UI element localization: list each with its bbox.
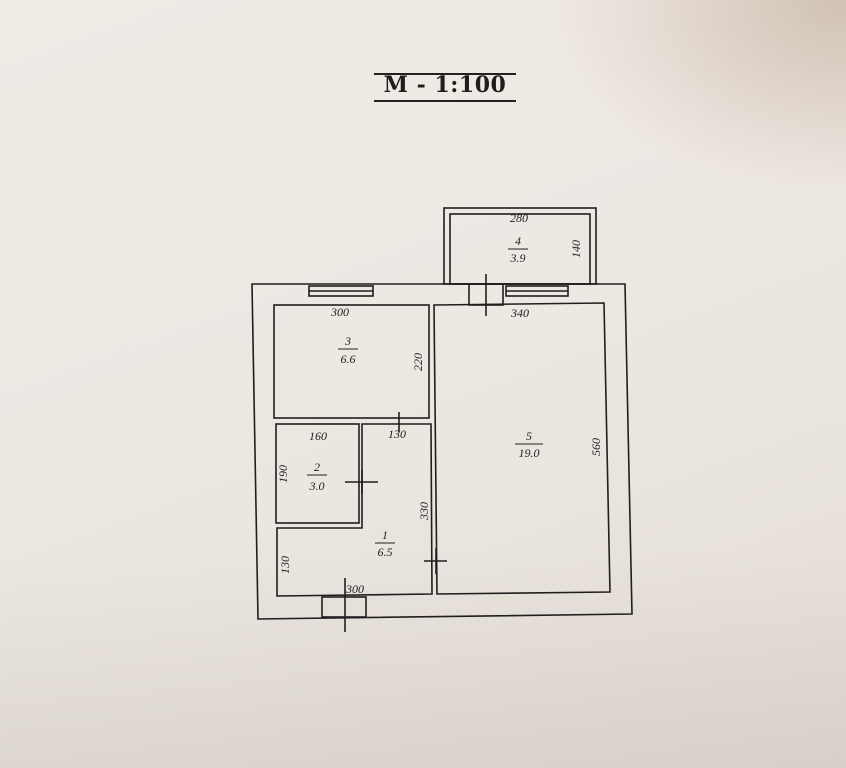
room-3-area: 6.6 (341, 352, 356, 366)
dim-entrance-depth: 130 (278, 556, 292, 574)
room-1-number: 1 (382, 528, 388, 542)
balcony-inner (449, 213, 591, 285)
dim-balcony-width: 280 (510, 211, 528, 225)
room-3-outline (273, 304, 430, 419)
dim-entrance-width: 300 (345, 582, 364, 596)
scale-title: М - 1:100 (383, 72, 507, 98)
room-4-area: 3.9 (510, 251, 526, 265)
room-2-area: 3.0 (309, 479, 325, 493)
dim-room-1-depth: 330 (417, 502, 431, 521)
dim-room-5-width: 340 (510, 306, 529, 320)
dim-balcony-depth: 140 (569, 240, 583, 258)
title-overline (374, 73, 516, 75)
dim-room-3-depth: 220 (411, 353, 425, 371)
outer-wall-outline (251, 283, 633, 620)
room-5-area: 19.0 (519, 446, 540, 460)
room-2-number: 2 (314, 460, 320, 474)
dim-room-3-width: 300 (330, 305, 349, 319)
room-5-number: 5 (526, 429, 532, 443)
room-4-number: 4 (515, 234, 521, 248)
dim-room-5-depth: 560 (589, 438, 603, 456)
room-5-outline (433, 302, 611, 595)
dim-room-2-width: 160 (309, 429, 327, 443)
room-1-area: 6.5 (378, 545, 393, 559)
room-1-outline (276, 423, 433, 597)
dim-corridor-width: 130 (388, 427, 406, 441)
room-2-outline (275, 423, 360, 524)
dim-room-2-depth: 190 (276, 465, 290, 483)
entrance-door-opening (321, 596, 367, 618)
room-3-number: 3 (344, 334, 351, 348)
title-underline (374, 100, 516, 102)
